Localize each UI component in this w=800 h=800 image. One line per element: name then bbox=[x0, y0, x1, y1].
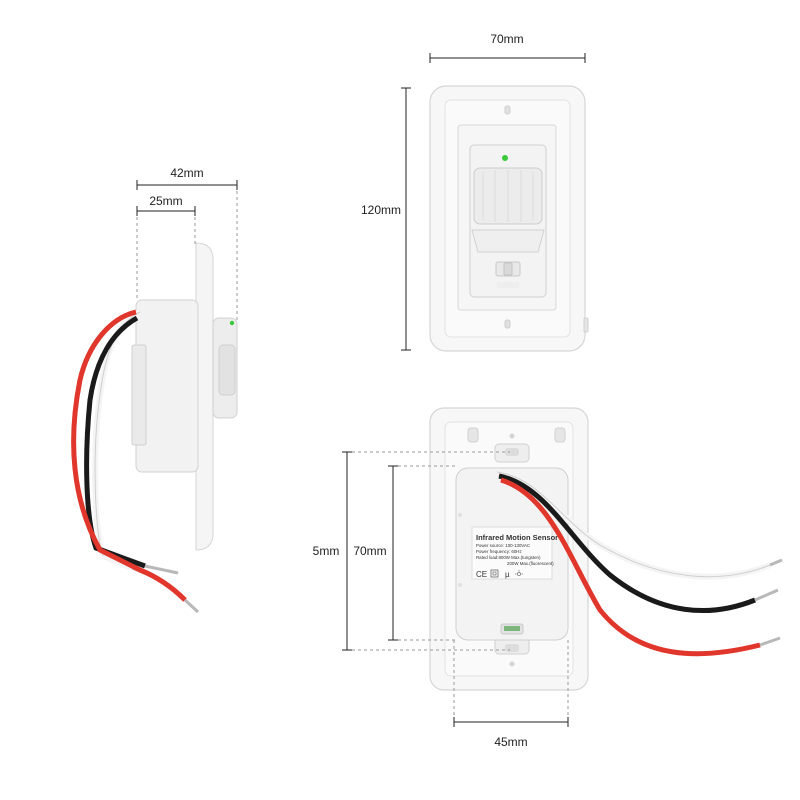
dim-label-45mm: 45mm bbox=[494, 735, 527, 749]
dim-label-70mm-height: 70mm bbox=[353, 544, 386, 558]
sun-symbol-icon bbox=[517, 572, 521, 576]
back-wire-red bbox=[500, 477, 761, 657]
back-label-line4: 200W Max.(fluorescent) bbox=[507, 561, 554, 566]
back-view: Infrared Motion Sensor Power source: 100… bbox=[313, 407, 783, 749]
back-wire-black bbox=[498, 473, 756, 614]
back-label-title: Infrared Motion Sensor bbox=[476, 533, 558, 542]
back-label-line3: Rated load:800W Max.(tungsten) bbox=[476, 555, 541, 560]
mu-symbol-icon: µ bbox=[505, 570, 510, 579]
side-wire-red bbox=[71, 309, 187, 602]
back-label-sticker bbox=[471, 526, 553, 580]
dim-label-70mm-width: 70mm bbox=[490, 32, 523, 46]
dim-label-120mm: 120mm bbox=[361, 203, 401, 217]
ce-mark-icon: CE bbox=[476, 570, 487, 579]
back-label-line2: Power frequency: 60Hz bbox=[476, 549, 522, 554]
side-wall-plate bbox=[195, 242, 214, 551]
front-led bbox=[502, 155, 508, 161]
dim-label-42mm: 42mm bbox=[170, 166, 203, 180]
side-led bbox=[229, 320, 235, 326]
side-view: 42mm 25mm bbox=[71, 166, 238, 614]
back-label-line1: Power source: 100-130VAC bbox=[476, 543, 530, 548]
dim-label-25mm: 25mm bbox=[149, 194, 182, 208]
double-insulation-icon bbox=[490, 569, 499, 578]
dim-label-5mm: 5mm bbox=[313, 544, 340, 558]
front-view: 70mm 120mm bbox=[361, 32, 589, 352]
